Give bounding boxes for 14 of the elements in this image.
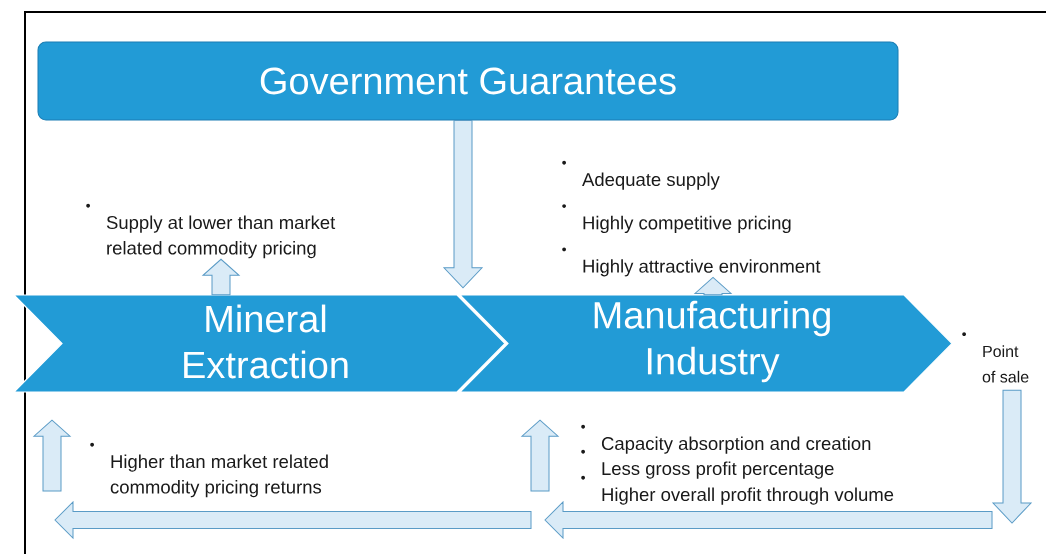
node-label: Highly competitive pricing <box>583 215 791 234</box>
block-arrow <box>33 419 71 492</box>
banner-box: Government Guarantees <box>37 41 899 121</box>
block-arrow <box>443 120 483 289</box>
node-label: Highly attractive environment <box>583 259 821 277</box>
block-arrow <box>694 276 732 296</box>
node-label: Adequate supply <box>582 172 720 190</box>
bullet-text: Point of sale <box>962 332 1029 383</box>
block-arrow <box>202 258 240 296</box>
block-arrow <box>992 389 1032 524</box>
bullet-text: Supply at lower than market related commodity pricing <box>86 203 336 259</box>
bullet-text: Higher than market related commodity pricing returns <box>90 442 328 498</box>
bullet-list: Adequate supply Highly competitive pricing Highly attractive environment <box>562 160 821 277</box>
block-arrow <box>521 419 559 492</box>
